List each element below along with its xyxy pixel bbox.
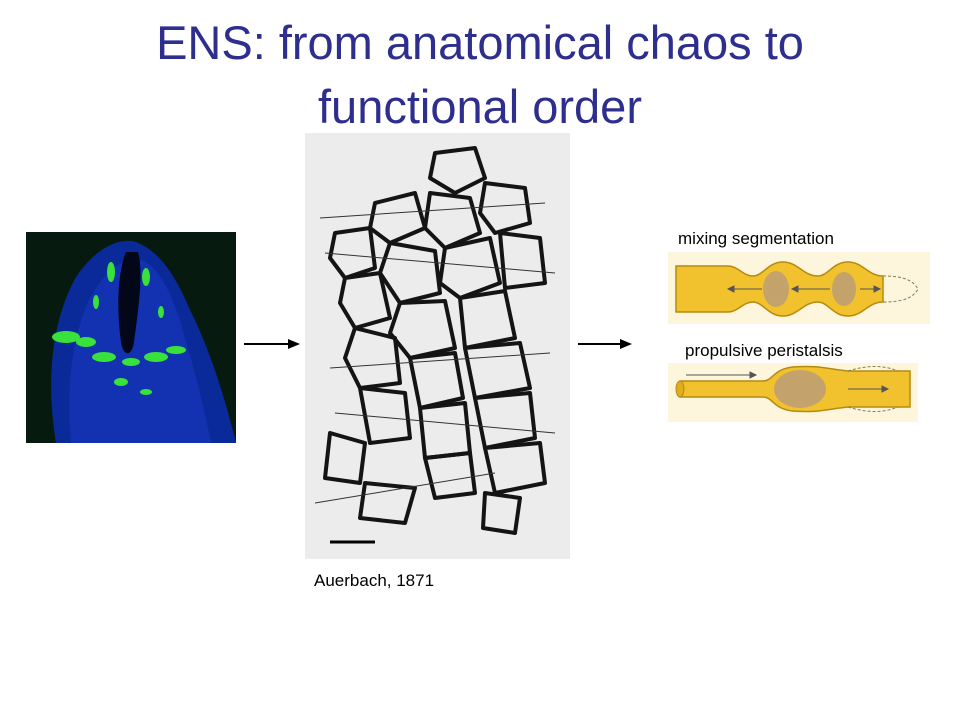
propulsive-peristalsis-label: propulsive peristalsis <box>685 341 843 360</box>
slide-title-line-2: functional order <box>318 80 642 133</box>
slide-title-line-1: ENS: from anatomical chaos to <box>156 16 804 69</box>
mixing-segmentation-diagram <box>668 252 930 324</box>
neural-plexus-drawing <box>305 133 570 559</box>
arrow-right-icon <box>578 339 632 349</box>
drawing-caption: Auerbach, 1871 <box>314 571 435 590</box>
mixing-segmentation-label: mixing segmentation <box>678 229 834 248</box>
arrow-right-icon <box>244 339 300 349</box>
propulsive-peristalsis-diagram <box>668 363 918 422</box>
fluorescence-micrograph-image <box>26 232 236 443</box>
